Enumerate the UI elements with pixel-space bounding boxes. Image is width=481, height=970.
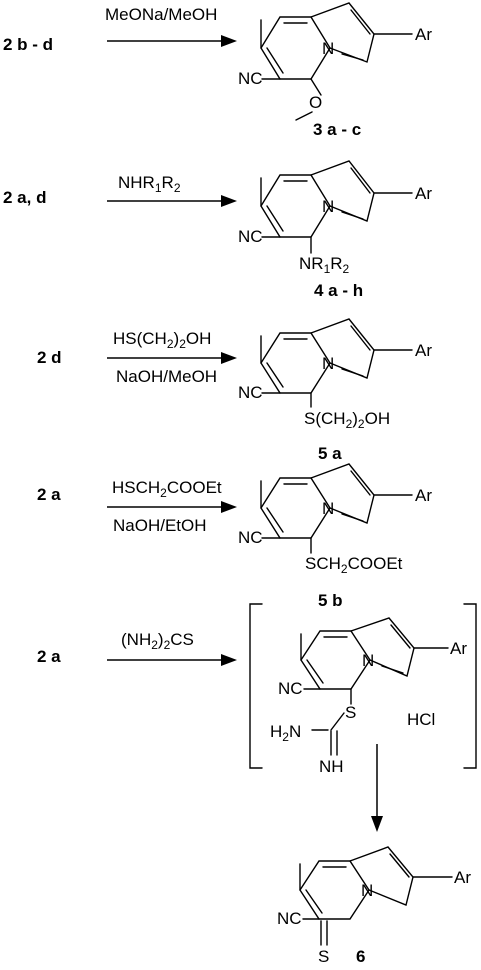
reaction-arrow [107, 501, 237, 513]
aryl-label: Ar [454, 868, 471, 887]
sulfur-label: S [345, 703, 356, 722]
reaction-arrow [107, 352, 237, 364]
indolizine-structure [260, 318, 413, 408]
reaction-arrow [107, 35, 237, 47]
aryl-label: Ar [415, 25, 432, 44]
imine-label: NH [319, 757, 344, 776]
reaction-row-4: 2 a HSCH2COOEt NaOH/EtOH N Ar NC SCH2COO… [37, 463, 432, 610]
salt-label: HCl [407, 710, 435, 729]
compound-label: 4 a - h [314, 281, 363, 300]
reagent-label: (NH2)2CS [121, 630, 194, 652]
substituent-label: SCH2COOEt [305, 554, 403, 576]
reactant-label: 2 d [37, 348, 62, 367]
aryl-label: Ar [415, 486, 432, 505]
ring-nitrogen-label: N [322, 499, 334, 518]
compound-label: 5 a [318, 444, 342, 463]
compound-label: 3 a - c [313, 120, 361, 139]
ring-nitrogen-label: N [362, 651, 374, 670]
compound-label: 6 [356, 947, 365, 966]
nitrile-label: NC [277, 909, 302, 928]
reaction-arrow-down [371, 744, 383, 832]
reaction-arrow [107, 654, 237, 666]
nitrile-label: NC [238, 69, 263, 88]
nitrile-label: NC [238, 227, 263, 246]
amine-label: H2N [270, 722, 301, 744]
reaction-row-2: 2 a, d NHR1R2 N Ar NC NR1R2 4 a - h [3, 160, 432, 300]
reaction-row-5: 2 a (NH2)2CS N Ar NC S [37, 603, 477, 966]
reaction-arrow [107, 195, 237, 207]
ring-nitrogen-label: N [322, 197, 334, 216]
compound-label: 5 b [318, 591, 343, 610]
nitrile-label: NC [238, 528, 263, 547]
indolizine-structure [260, 160, 413, 254]
substituent-label: S(CH2)2OH [304, 409, 390, 431]
indolizine-structure [260, 463, 413, 554]
thione-label: S [318, 947, 329, 966]
right-bracket [463, 603, 477, 769]
reactant-label: 2 b - d [3, 35, 53, 54]
product-structure [299, 846, 453, 946]
nitrile-label: NC [278, 679, 303, 698]
reaction-row-3: 2 d HS(CH2)2OH NaOH/MeOH N Ar NC S(CH2)2… [37, 318, 432, 463]
substituent-label: NR1R2 [299, 254, 350, 276]
reaction-row-1: 2 b - d MeONa/MeOH N Ar NC O 3 a - c [3, 2, 432, 139]
ring-nitrogen-label: N [322, 39, 334, 58]
reagent-label: MeONa/MeOH [105, 5, 217, 24]
indolizine-structure [260, 2, 413, 121]
nitrile-label: NC [238, 383, 263, 402]
ring-nitrogen-label: N [322, 354, 334, 373]
aryl-label: Ar [415, 184, 432, 203]
left-bracket [249, 603, 263, 769]
reactant-label: 2 a [37, 485, 61, 504]
reactant-label: 2 a, d [3, 188, 46, 207]
substituent-label: O [309, 93, 322, 112]
intermediate-structure [300, 617, 449, 756]
reagent-label: NaOH/EtOH [113, 516, 207, 535]
reactant-label: 2 a [37, 647, 61, 666]
reagent-label: NaOH/MeOH [116, 367, 217, 386]
aryl-label: Ar [450, 639, 467, 658]
reagent-label: NHR1R2 [118, 173, 181, 195]
ring-nitrogen-label: N [361, 881, 373, 900]
reagent-label: HSCH2COOEt [112, 478, 222, 500]
reagent-label: HS(CH2)2OH [113, 329, 211, 351]
aryl-label: Ar [415, 341, 432, 360]
